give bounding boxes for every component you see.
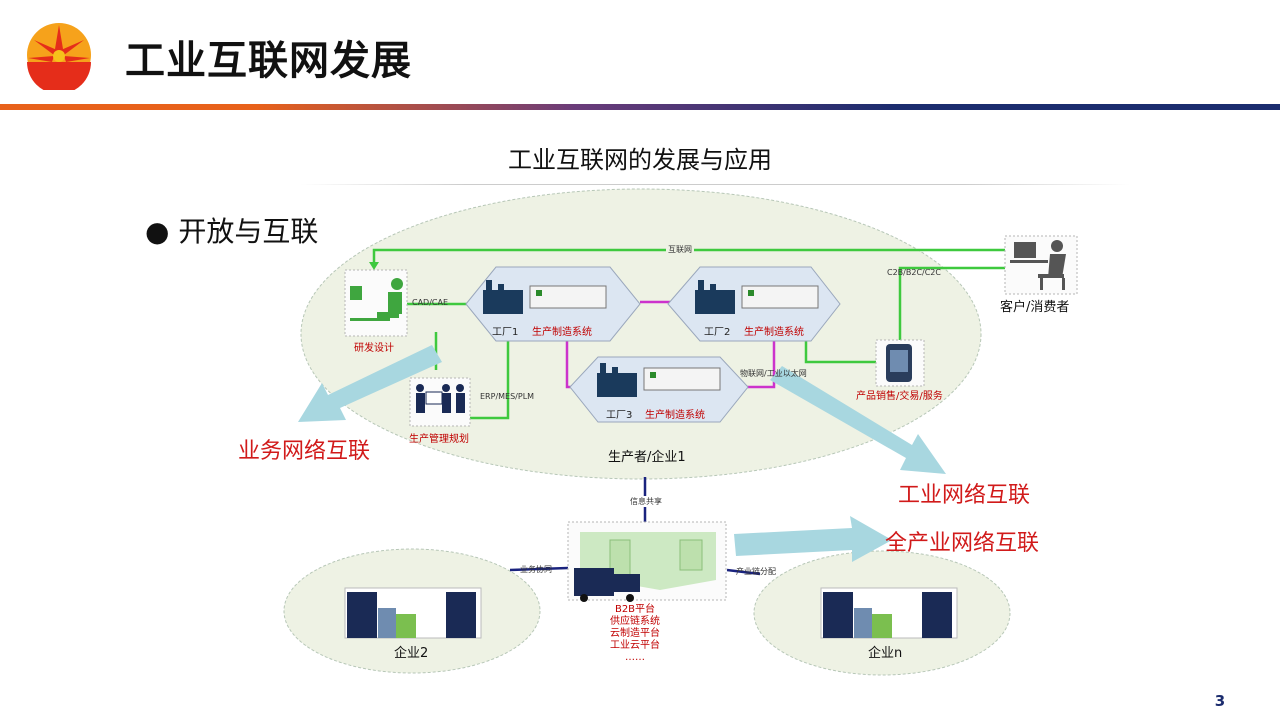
platform-item: …… (625, 652, 645, 663)
full-net-arrow (734, 516, 892, 562)
bullet-point: ● 开放与互联 (145, 210, 318, 250)
subtitle-underline (300, 184, 1130, 185)
bullet-dot-icon: ● (145, 215, 170, 248)
rd-label: 研发设计 (354, 343, 394, 354)
customer-label: 客户/消费者 (1000, 300, 1070, 315)
page-title: 工业互联网发展 (125, 38, 412, 84)
biz-coop-label: 业务协同 (520, 565, 552, 574)
ind-net-label: 工业网络互联 (898, 483, 1031, 508)
company-logo (27, 23, 91, 90)
enterprise2-buildings (344, 587, 482, 639)
full-net-label: 全产业网络互联 (885, 531, 1040, 556)
platform-item: B2B平台 (614, 604, 656, 615)
mgmt-label: 生产管理规划 (409, 434, 469, 445)
producer-label: 生产者/企业1 (608, 450, 686, 465)
iot-label: 物联网/工业以太网 (740, 369, 807, 378)
platform-item: 工业云平台 (610, 640, 660, 651)
page-number: 3 (1214, 692, 1226, 710)
header-divider (0, 104, 1280, 110)
platform-item: 云制造平台 (610, 628, 660, 639)
factory2-system: 生产制造系统 (744, 327, 804, 338)
biz-net-arrow (298, 345, 442, 422)
producer-ellipse (300, 188, 982, 480)
biz-net-label: 业务网络互联 (238, 439, 371, 464)
factory3-name: 工厂3 (606, 410, 633, 421)
chain-alloc-label: 产业链分配 (736, 567, 776, 576)
bullet-text: 开放与互联 (178, 215, 319, 248)
platform-list: B2B平台 供应链系统 云制造平台 工业云平台 …… (600, 604, 670, 664)
sales-label: 产品销售/交易/服务 (856, 391, 943, 402)
platform-item: 供应链系统 (610, 616, 660, 627)
erp-label: ERP/MES/PLM (480, 392, 535, 401)
enterprisen-buildings (820, 587, 958, 639)
c2b-label: C2B/B2C/C2C (887, 268, 941, 277)
factory1-name: 工厂1 (492, 327, 519, 338)
factory2-name: 工厂2 (704, 327, 731, 338)
factory1-system: 生产制造系统 (532, 327, 592, 338)
enterprisen-label: 企业n (868, 646, 903, 661)
ind-net-arrow (770, 366, 946, 474)
internet-label: 互联网 (666, 244, 694, 255)
slide-subtitle: 工业互联网的发展与应用 (508, 146, 772, 174)
info-share-label: 信息共享 (628, 496, 664, 507)
enterprise2-label: 企业2 (394, 646, 429, 661)
cad-label: CAD/CAE (412, 298, 449, 307)
factory3-system: 生产制造系统 (645, 410, 705, 421)
